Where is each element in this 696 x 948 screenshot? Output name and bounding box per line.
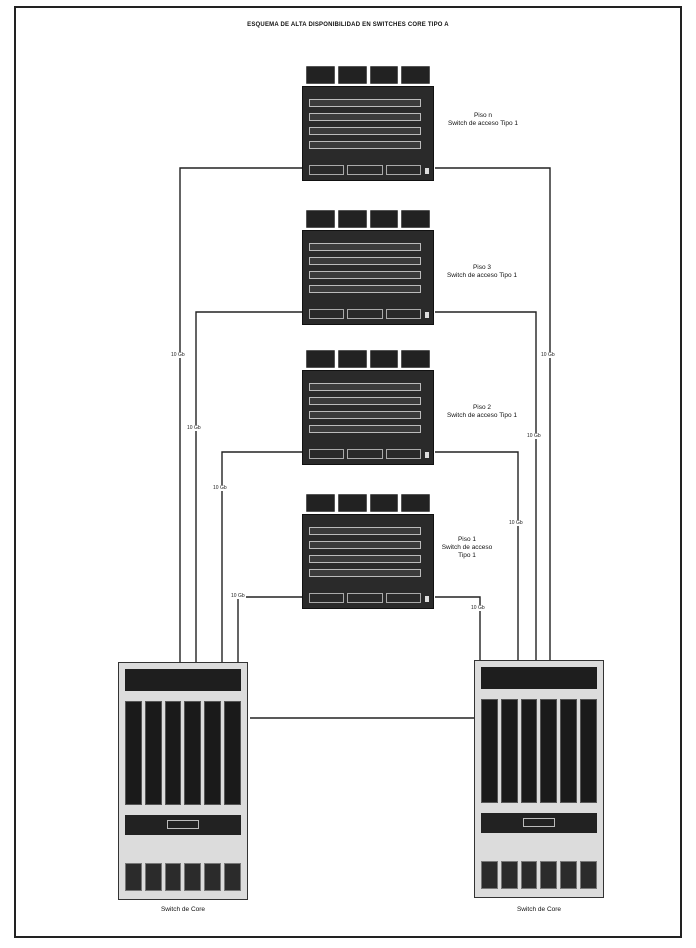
link-label: 10 Gb <box>170 352 186 358</box>
switch-type-label: Switch de acceso Tipo 1 <box>441 544 493 559</box>
link-label: 10 Gb <box>470 605 486 611</box>
access-switch-piso-n <box>302 66 434 181</box>
access-switch-label: Piso n Switch de acceso Tipo 1 <box>438 112 528 128</box>
switch-type-label: Switch de acceso Tipo 1 <box>447 120 519 127</box>
diagram-title: ESQUEMA DE ALTA DISPONIBILIDAD EN SWITCH… <box>247 22 449 28</box>
core-switch-label: Switch de Core <box>160 906 206 913</box>
access-switch-label: Piso 3 Switch de acceso Tipo 1 <box>436 264 528 280</box>
floor-label: Piso 3 <box>472 264 492 271</box>
access-switch-piso-1 <box>302 494 434 609</box>
link-piso-2-left <box>221 451 302 663</box>
link-piso-2-right <box>435 451 519 663</box>
link-label: 10 Gb <box>540 352 556 358</box>
link-piso-1-right <box>435 596 481 663</box>
floor-label: Piso 1 <box>457 536 477 543</box>
link-piso-3-right <box>435 311 537 663</box>
access-switch-piso-3 <box>302 210 434 325</box>
link-label: 10 Gb <box>508 520 524 526</box>
link-label: 10 Gb <box>186 425 202 431</box>
core-switch-left <box>118 662 248 900</box>
link-piso-3-left <box>195 311 302 663</box>
link-piso-n-right <box>435 167 551 663</box>
core-switch-right <box>474 660 604 898</box>
link-label: 10 Gb <box>230 593 246 599</box>
core-switch-label: Switch de Core <box>516 906 562 913</box>
access-switch-piso-2 <box>302 350 434 465</box>
switch-type-label: Switch de acceso Tipo 1 <box>446 412 518 419</box>
link-piso-n-left <box>179 167 302 663</box>
switch-type-label: Switch de acceso Tipo 1 <box>446 272 518 279</box>
access-switch-label: Piso 1 Switch de acceso Tipo 1 <box>438 536 496 560</box>
floor-label: Piso 2 <box>472 404 492 411</box>
link-piso-1-left <box>237 596 302 663</box>
link-label: 10 Gb <box>212 485 228 491</box>
floor-label: Piso n <box>473 112 493 119</box>
link-label: 10 Gb <box>526 433 542 439</box>
access-switch-label: Piso 2 Switch de acceso Tipo 1 <box>436 404 528 420</box>
